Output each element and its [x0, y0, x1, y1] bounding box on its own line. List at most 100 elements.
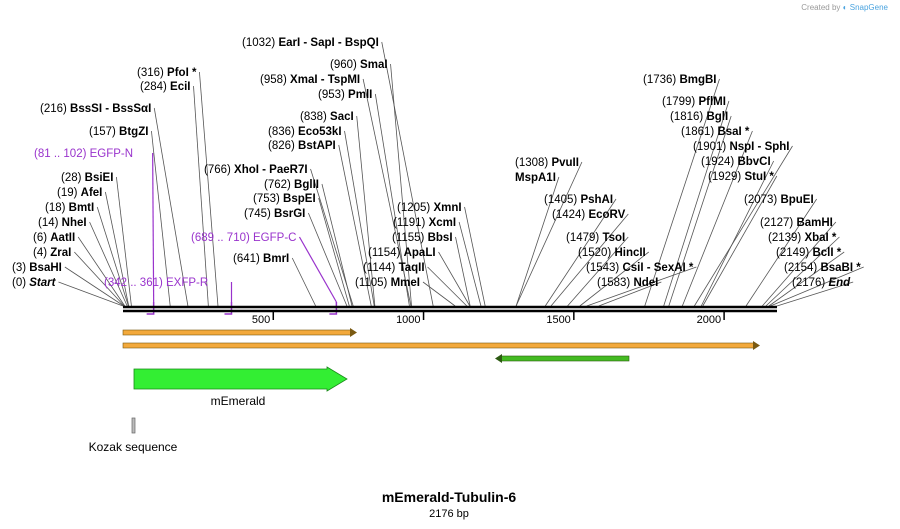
- primer-annotations: (81 .. 102) EGFP-N(689 .. 710) EGFP-C(34…: [34, 148, 338, 315]
- enzyme-name: EciI: [170, 81, 190, 93]
- cut-site-line: [151, 130, 171, 307]
- cut-site-line: [550, 213, 629, 307]
- cut-site-line: [681, 130, 753, 307]
- enzyme-position: (953): [318, 89, 348, 101]
- enzyme-label: (1105) MmeI: [355, 277, 420, 289]
- enzyme-position: (2073): [744, 194, 780, 206]
- enzyme-position: (1901): [693, 141, 729, 153]
- enzyme-position: (641): [233, 253, 263, 265]
- enzyme-name: BclI *: [812, 247, 841, 259]
- cut-site-line: [77, 236, 126, 307]
- sequence-backbone: [123, 305, 777, 313]
- enzyme-position: (1924): [701, 156, 737, 168]
- enzyme-position: (1191): [393, 217, 429, 229]
- enzyme-label: MspA1I: [515, 172, 556, 184]
- primer-label: (342 .. 361) EXFP-R: [104, 277, 208, 289]
- enzyme-label: (6) AatII: [33, 232, 75, 244]
- enzyme-name: BglII: [294, 179, 319, 191]
- cut-site-line: [579, 251, 649, 307]
- enzyme-name: AfeI: [81, 187, 103, 199]
- enzyme-label: (2154) BsaBI *: [784, 262, 861, 274]
- enzyme-position: (1155): [392, 232, 428, 244]
- enzyme-label: (1144) TaqII: [363, 262, 425, 274]
- enzyme-name: BstAPI: [298, 140, 336, 152]
- enzyme-label: (14) NheI: [38, 217, 87, 229]
- primer-line: [152, 152, 155, 303]
- enzyme-position: (958): [260, 74, 290, 86]
- cut-site-line: [644, 78, 720, 307]
- cut-site-line: [702, 175, 778, 307]
- enzyme-position: (18): [45, 202, 69, 214]
- enzyme-name: Eco53kI: [298, 126, 341, 138]
- cut-site-line: [199, 71, 219, 307]
- enzyme-position: (960): [330, 59, 360, 71]
- enzyme-name: BsaBI *: [820, 262, 861, 274]
- enzyme-label: (2149) BclI *: [776, 247, 842, 259]
- kozak-label: Kozak sequence: [89, 440, 178, 454]
- enzyme-name: BbvCI: [737, 156, 770, 168]
- enzyme-label: (953) PmlI: [318, 89, 372, 101]
- enzyme-label: (3) BsaHI: [12, 262, 62, 274]
- kozak-feature: Kozak sequence: [89, 417, 178, 454]
- enzyme-label: (836) Eco53kI: [268, 126, 342, 138]
- cut-site-line: [458, 221, 482, 307]
- enzyme-label: (753) BspEI: [253, 193, 316, 205]
- enzyme-label: (1032) EarI - SapI - BspQI: [242, 37, 379, 49]
- cut-site-line: [64, 266, 125, 307]
- enzyme-label: (641) BmrI: [233, 253, 289, 265]
- enzyme-position: (6): [33, 232, 50, 244]
- enzyme-name: End: [828, 277, 851, 289]
- enzyme-label: (766) XhoI - PaeR7I: [204, 164, 308, 176]
- cut-site-line: [422, 281, 456, 307]
- enzyme-label: (1736) BmgBI: [643, 74, 717, 86]
- cut-site-line: [694, 145, 793, 307]
- enzyme-position: (1105): [355, 277, 391, 289]
- cut-site-line: [768, 251, 845, 307]
- enzyme-name: EarI - SapI - BspQI: [278, 37, 378, 49]
- enzyme-position: (19): [57, 187, 81, 199]
- cut-site-line: [427, 266, 468, 307]
- enzyme-name: BmgBI: [679, 74, 716, 86]
- orf-forward-short: [122, 328, 357, 337]
- cut-site-line: [381, 41, 434, 307]
- enzyme-name: XmnI: [433, 202, 461, 214]
- enzyme-label: (958) XmaI - TspMI: [260, 74, 360, 86]
- enzyme-label: (216) BssSI - BssSαI: [40, 103, 151, 115]
- snapgene-logo-icon: ◐: [842, 3, 848, 12]
- cut-site-line: [770, 266, 864, 307]
- cut-site-line: [464, 206, 486, 307]
- enzyme-name: SacI: [330, 111, 354, 123]
- enzyme-position: (1032): [242, 37, 278, 49]
- cut-site-line: [356, 115, 376, 307]
- enzyme-name: XcmI: [429, 217, 457, 229]
- cut-site-line: [153, 107, 189, 307]
- credit-brand: SnapGene: [849, 3, 888, 12]
- enzyme-label: (18) BmtI: [45, 202, 94, 214]
- enzyme-name: NheI: [62, 217, 87, 229]
- enzyme-position: (838): [300, 111, 330, 123]
- cut-site-line: [318, 197, 350, 307]
- enzyme-position: (0): [12, 277, 29, 289]
- cut-site-line: [515, 161, 583, 307]
- enzyme-label: (284) EciI: [140, 81, 191, 93]
- cut-site-line: [96, 206, 129, 307]
- map-subtitle: 2176 bp: [429, 508, 469, 520]
- enzyme-name: BsrGI: [274, 208, 305, 220]
- cut-site-line: [58, 281, 124, 307]
- enzyme-name: NspI - SphI: [729, 141, 789, 153]
- enzyme-position: (2127): [760, 217, 796, 229]
- enzyme-name: PmlI: [348, 89, 372, 101]
- enzyme-position: (1583): [597, 277, 633, 289]
- cut-site-line: [89, 221, 128, 307]
- enzyme-name: BamHI: [796, 217, 832, 229]
- enzyme-name: PflMI: [698, 96, 725, 108]
- cut-site-line: [338, 144, 372, 307]
- enzyme-label: (1520) HincII: [578, 247, 646, 259]
- enzyme-name: BmtI: [69, 202, 95, 214]
- enzyme-label: (838) SacI: [300, 111, 354, 123]
- cut-site-line: [745, 198, 818, 307]
- enzyme-name: TaqII: [399, 262, 425, 274]
- enzyme-position: (745): [244, 208, 274, 220]
